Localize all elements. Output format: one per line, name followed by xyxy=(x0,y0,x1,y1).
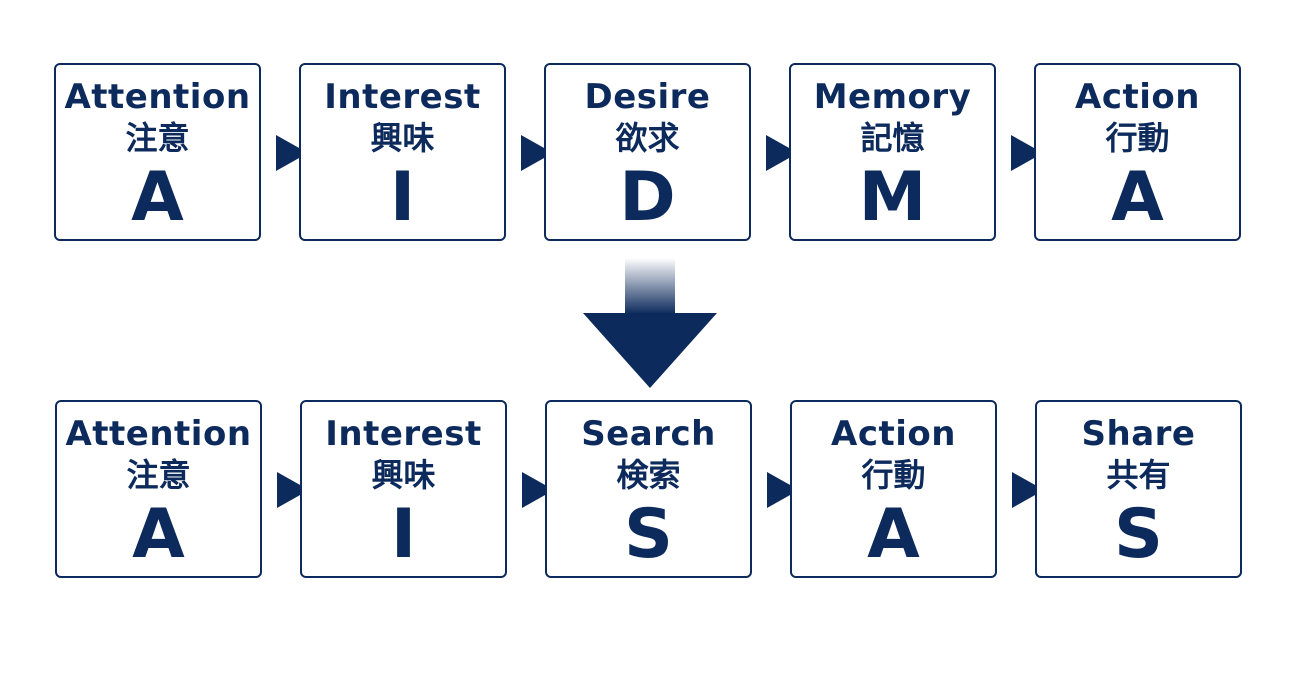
step-initial-letter: D xyxy=(619,158,676,237)
step-japanese-label: 検索 xyxy=(616,456,681,494)
step-initial-letter: I xyxy=(390,495,417,574)
aisas-step-action: Action 行動 A xyxy=(790,400,997,578)
aidma-step-interest: Interest 興味 I xyxy=(299,63,506,241)
aisas-step-share: Share 共有 S xyxy=(1035,400,1242,578)
step-japanese-label: 行動 xyxy=(861,456,926,494)
step-japanese-label: 記憶 xyxy=(860,119,925,157)
aidma-step-memory: Memory 記憶 M xyxy=(789,63,996,241)
step-english-label: Attention xyxy=(65,414,252,454)
step-japanese-label: 注意 xyxy=(126,456,191,494)
aisas-row: Attention 注意 A Interest 興味 I Search 検索 S… xyxy=(0,400,1300,582)
aisas-step-search: Search 検索 S xyxy=(545,400,752,578)
step-initial-letter: M xyxy=(858,158,927,237)
step-english-label: Action xyxy=(1075,77,1200,117)
down-arrow-icon xyxy=(583,258,717,388)
aidma-step-attention: Attention 注意 A xyxy=(54,63,261,241)
step-initial-letter: A xyxy=(132,495,185,574)
step-english-label: Action xyxy=(831,414,956,454)
step-english-label: Interest xyxy=(324,77,481,117)
step-japanese-label: 注意 xyxy=(125,119,190,157)
step-english-label: Desire xyxy=(584,77,711,117)
step-japanese-label: 欲求 xyxy=(615,119,680,157)
aidma-row: Attention 注意 A Interest 興味 I Desire 欲求 D… xyxy=(0,63,1300,245)
step-initial-letter: A xyxy=(131,158,184,237)
aisas-step-attention: Attention 注意 A xyxy=(55,400,262,578)
step-japanese-label: 興味 xyxy=(371,456,436,494)
step-initial-letter: S xyxy=(1114,495,1163,574)
aidma-step-action: Action 行動 A xyxy=(1034,63,1241,241)
step-japanese-label: 興味 xyxy=(370,119,435,157)
aisas-step-interest: Interest 興味 I xyxy=(300,400,507,578)
step-japanese-label: 行動 xyxy=(1105,119,1170,157)
step-initial-letter: A xyxy=(867,495,920,574)
step-initial-letter: I xyxy=(389,158,416,237)
step-english-label: Search xyxy=(581,414,716,454)
step-english-label: Share xyxy=(1081,414,1196,454)
aidma-step-desire: Desire 欲求 D xyxy=(544,63,751,241)
step-english-label: Attention xyxy=(64,77,251,117)
step-english-label: Memory xyxy=(813,77,972,117)
step-japanese-label: 共有 xyxy=(1106,456,1171,494)
step-initial-letter: S xyxy=(624,495,673,574)
step-english-label: Interest xyxy=(325,414,482,454)
step-initial-letter: A xyxy=(1111,158,1164,237)
